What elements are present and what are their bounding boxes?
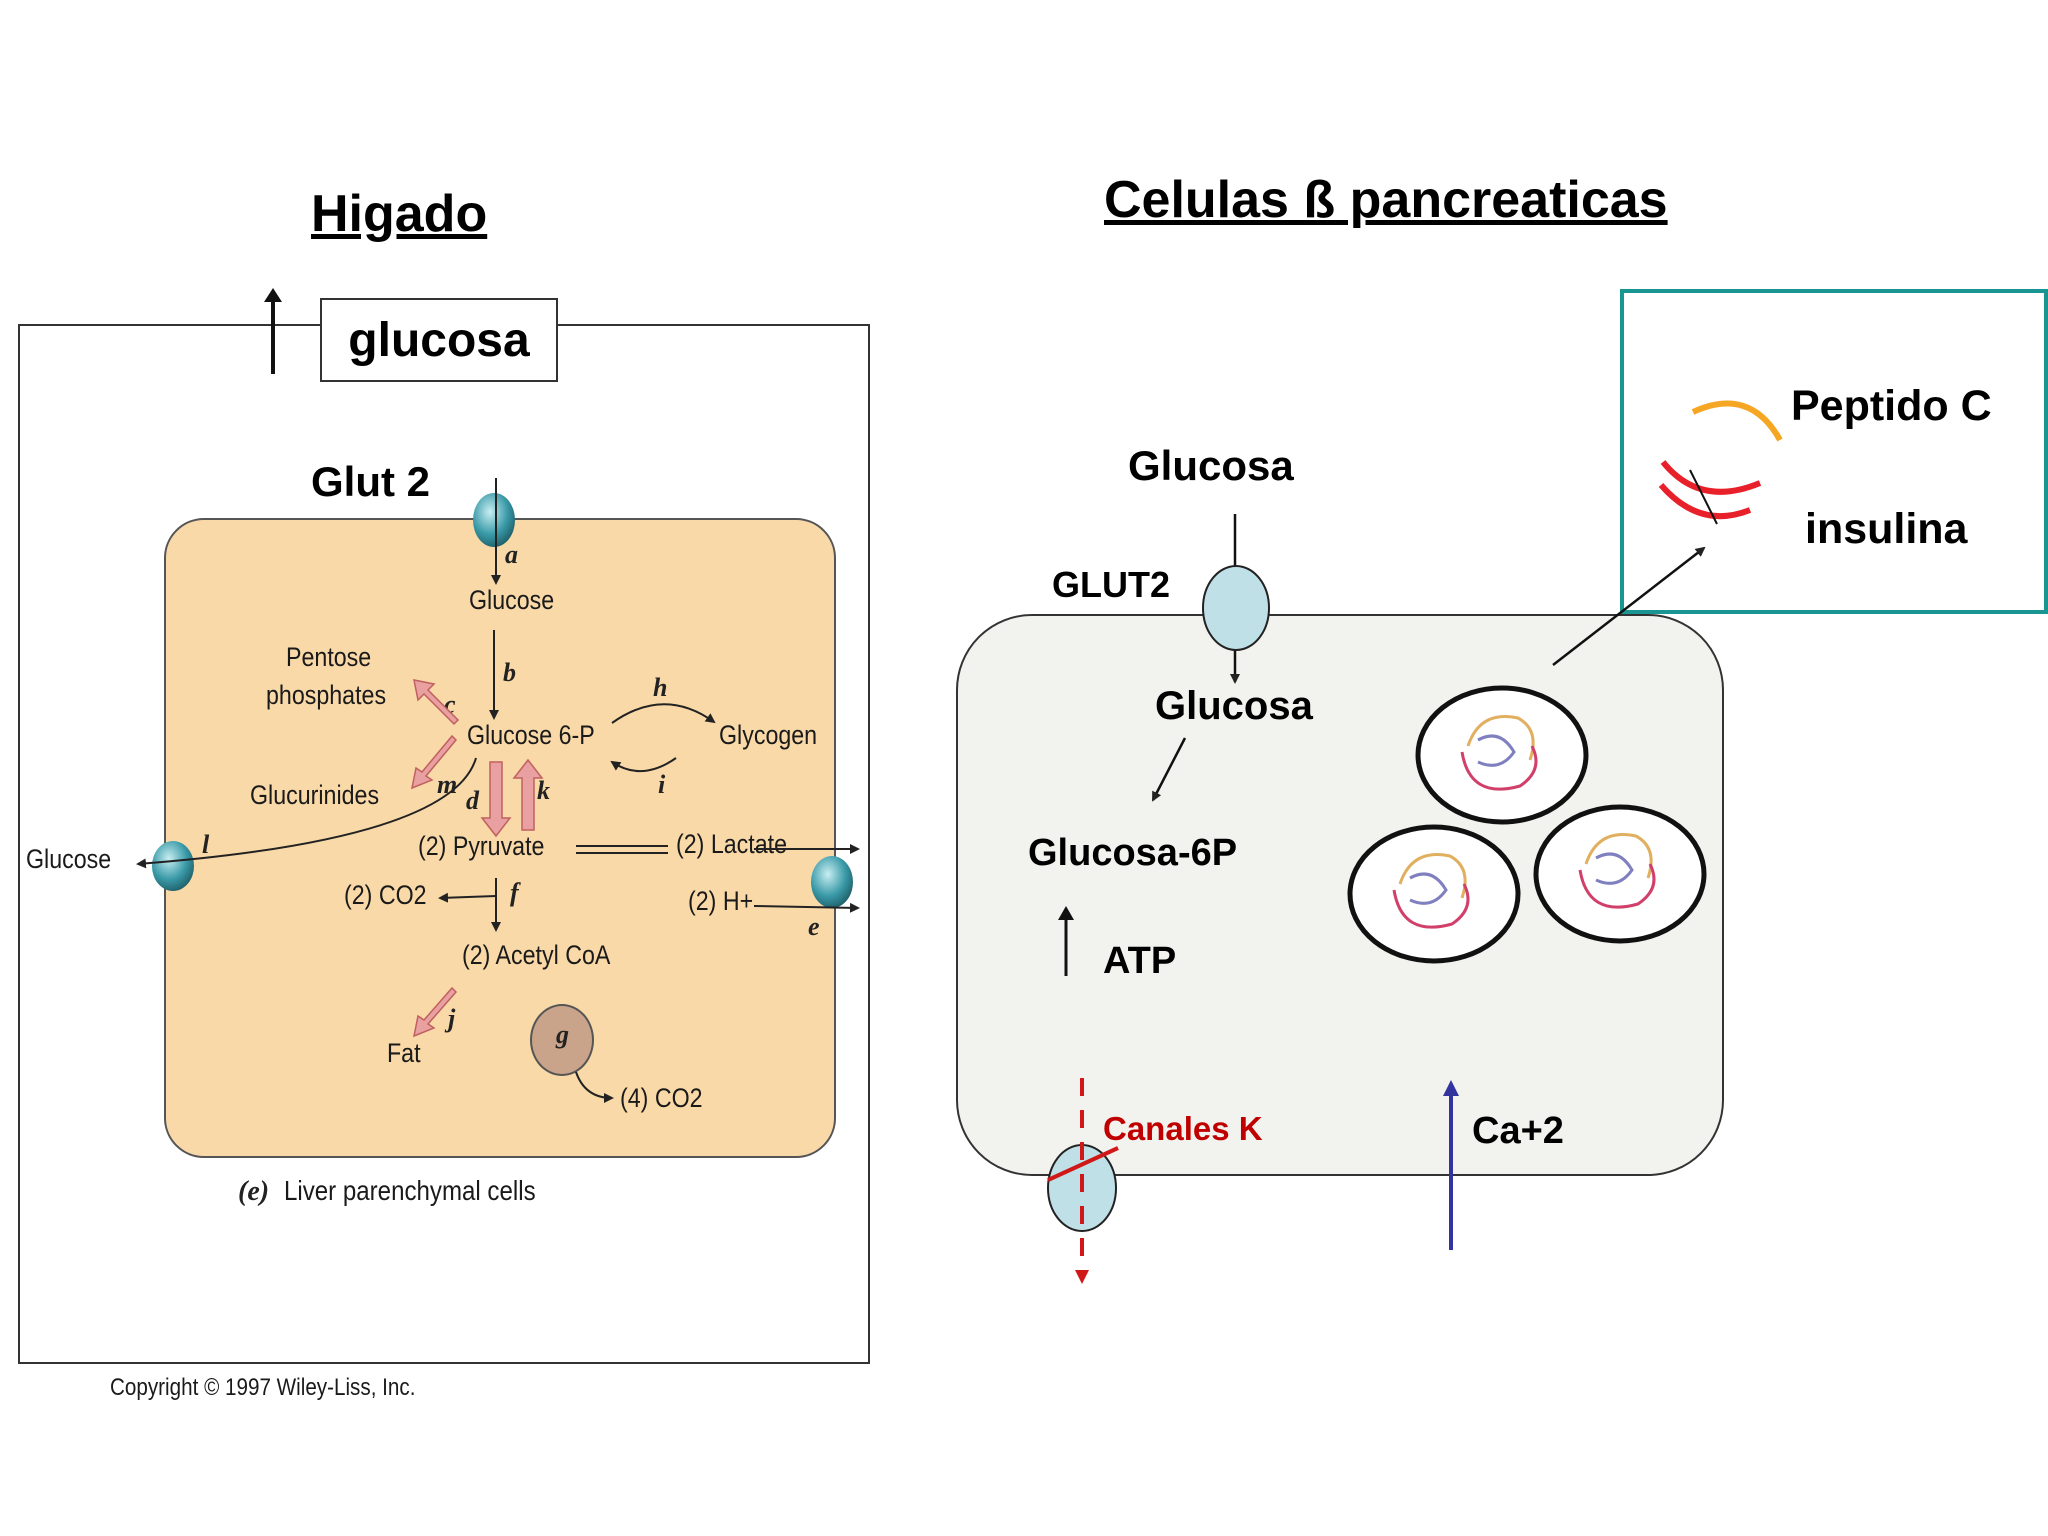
glut2-beta-label: GLUT2 [1052, 564, 1171, 605]
liver-cell [164, 518, 836, 1158]
insulin-box [1620, 289, 2048, 614]
insulin-vesicles [1347, 685, 1707, 964]
reaction-k: k [537, 776, 550, 805]
glucosa-inside-label: Glucosa [1155, 684, 1313, 728]
insulin-secretion-arrow [1552, 546, 1706, 666]
pyruvate-label: (2) Pyruvate [418, 831, 545, 861]
caption-letter: (e) [238, 1176, 270, 1207]
glucose-out-label: Glucose [26, 844, 112, 874]
peptide-c-chain-icon [1691, 400, 1783, 442]
reaction-h: h [653, 673, 668, 702]
glucosa-to-g6p-arrow [1151, 737, 1187, 802]
fat-label: Fat [387, 1038, 421, 1068]
liver-caption: Liver parenchymal cells [284, 1175, 536, 1206]
phosphates-label: phosphates [266, 680, 387, 710]
enzyme-g-circle [530, 1004, 594, 1076]
acetylcoa-label: (2) Acetyl CoA [462, 940, 611, 970]
beta-title: Celulas ß pancreaticas [1104, 171, 1668, 229]
lactate-transporter-right-icon [811, 856, 853, 908]
vesicle-icon [1347, 824, 1521, 964]
reaction-i: i [658, 770, 666, 799]
pentose-label: Pentose [286, 642, 372, 672]
glucose-transporter-left-icon [152, 841, 194, 891]
atp-up-arrow-icon [1058, 906, 1074, 976]
glucurinides-label: Glucurinides [250, 780, 380, 810]
glut2-channel-icon [1202, 565, 1270, 651]
liver-pathway-arrows [136, 478, 860, 1103]
disulfide-bond-icon [1689, 469, 1718, 525]
glycogen-label: Glycogen [719, 720, 818, 750]
liver-title: Higado [311, 185, 488, 243]
reaction-d: d [466, 786, 479, 815]
glut2-label: Glut 2 [311, 458, 431, 505]
peptido-c-label: Peptido C [1791, 382, 1992, 430]
k-channel-block-line [1047, 1146, 1119, 1182]
glucose-label: Glucose [469, 585, 555, 615]
reaction-l: l [202, 830, 210, 859]
vesicle-icon [1415, 685, 1589, 825]
reaction-e: e [808, 912, 820, 941]
reaction-c: c [444, 690, 456, 719]
canales-k-label: Canales K [1103, 1110, 1263, 1147]
insulin-chains-icon [1658, 460, 1762, 520]
copyright: Copyright © 1997 Wiley-Liss, Inc. [110, 1374, 416, 1401]
up-arrow-icon [264, 288, 282, 374]
glut2-transporter-icon [473, 493, 515, 547]
co2-2-label: (2) CO2 [344, 880, 427, 910]
reaction-f: f [510, 878, 519, 907]
glucosa-outside-label: Glucosa [1128, 442, 1294, 489]
glucose6p-label: Glucose 6-P [467, 720, 595, 750]
vesicle-icon [1533, 804, 1707, 944]
reaction-g: g [556, 1020, 569, 1049]
ca-label: Ca+2 [1472, 1110, 1564, 1152]
reaction-a: a [505, 540, 518, 569]
atp-label: ATP [1103, 940, 1177, 982]
insulina-label: insulina [1805, 505, 1968, 553]
co2-4-label: (4) CO2 [620, 1083, 703, 1113]
lactate-label: (2) Lactate [676, 829, 788, 859]
glucosa-box: glucosa [320, 298, 558, 382]
glucosa6p-label: Glucosa-6P [1028, 832, 1238, 874]
reaction-j: j [448, 1004, 456, 1033]
reaction-b: b [503, 658, 516, 687]
hplus-label: (2) H+ [688, 886, 754, 916]
liver-pink-arrows [410, 679, 544, 1038]
